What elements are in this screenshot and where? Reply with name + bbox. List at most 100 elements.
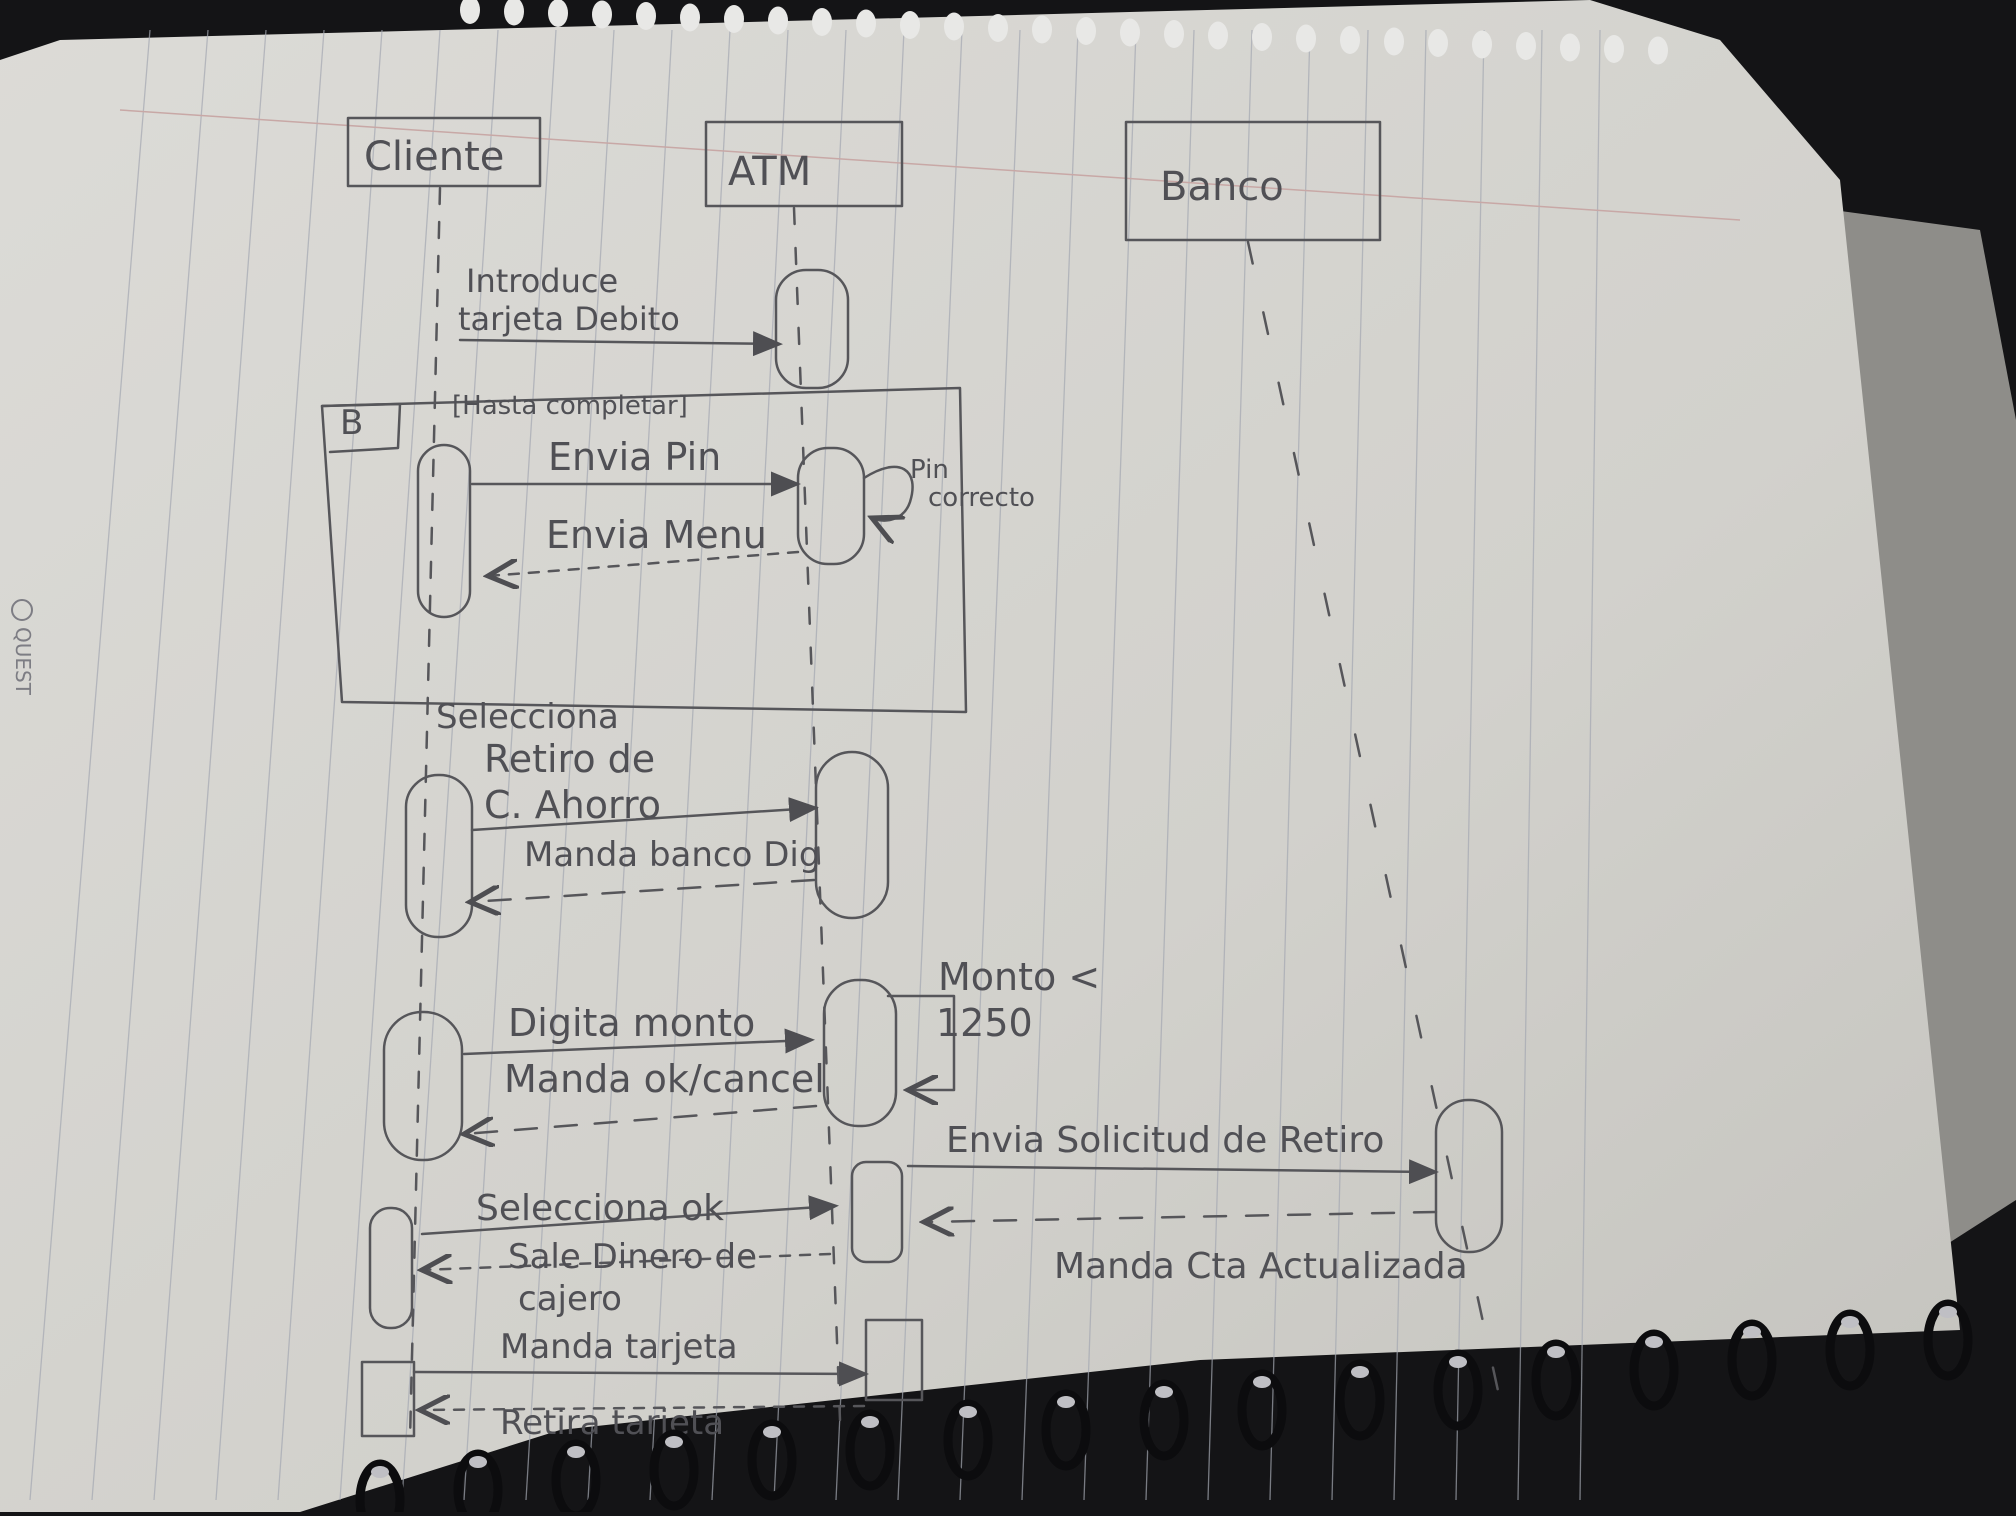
msg-label-manda-banco: Manda banco Dig xyxy=(524,835,820,875)
margin-line xyxy=(119,109,1741,221)
binding-hole xyxy=(900,11,920,39)
self-msg-monto xyxy=(886,994,956,1090)
msg-label-selecciona-2: Retiro de xyxy=(484,737,655,781)
lifeline-banco xyxy=(1246,240,1502,1402)
ruled-line xyxy=(1455,29,1485,1501)
ruled-line xyxy=(649,29,731,1501)
brand-text: QUEST xyxy=(11,627,35,696)
binding-hole xyxy=(1351,1366,1369,1378)
binding-hole xyxy=(1449,1356,1467,1368)
participant-box-banco xyxy=(1124,120,1382,242)
self-msg-pin-correcto xyxy=(862,465,914,521)
binding-hole xyxy=(1252,23,1272,51)
msg-introduce-tarjeta xyxy=(458,331,783,357)
activation-cliente-1 xyxy=(416,443,472,619)
ruled-line xyxy=(1331,29,1369,1501)
msg-label-envia-solicitud: Envia Solicitud de Retiro xyxy=(946,1120,1384,1161)
binding-hole xyxy=(763,1426,781,1438)
ruled-line xyxy=(1145,29,1195,1501)
binding-hole xyxy=(768,6,788,35)
ruled-line xyxy=(339,29,441,1501)
msg-selecciona-ok xyxy=(420,1195,839,1236)
ruled-line xyxy=(463,29,557,1501)
activation-cliente-5 xyxy=(360,1360,416,1438)
activation-atm-5 xyxy=(850,1160,904,1264)
msg-label-selecciona-1: Selecciona xyxy=(436,697,619,737)
ruled-line xyxy=(835,29,905,1501)
binding-hole xyxy=(1296,24,1316,53)
ruled-line xyxy=(1207,29,1253,1501)
ruled-line xyxy=(215,29,325,1501)
spiral-ring xyxy=(453,1449,503,1516)
note-pin-correcto-1: Pin xyxy=(910,455,949,485)
msg-label-manda-ok: Manda ok/cancel xyxy=(504,1057,825,1101)
binding-hole xyxy=(371,1466,389,1478)
fragment-guard: [Hasta completar] xyxy=(452,391,688,421)
spiral-ring xyxy=(1139,1379,1189,1461)
ruled-line xyxy=(587,29,673,1501)
msg-label-selecciona-ok: Selecciona ok xyxy=(476,1188,724,1229)
binding-hole xyxy=(856,9,876,38)
ruled-line xyxy=(153,29,267,1501)
spiral-ring xyxy=(845,1409,895,1491)
binding-hole xyxy=(1428,29,1448,57)
binding-hole xyxy=(724,5,744,33)
msg-label-envia-pin: Envia Pin xyxy=(548,435,721,479)
msg-envia-menu xyxy=(488,550,800,576)
spiral-ring xyxy=(1629,1329,1679,1411)
msg-label-manda-tarjeta: Manda tarjeta xyxy=(500,1327,738,1367)
binding-hole xyxy=(665,1436,683,1448)
binding-hole xyxy=(988,14,1008,42)
spiral-ring xyxy=(1041,1389,1091,1471)
spiral-ring xyxy=(355,1459,405,1516)
ruled-line xyxy=(1021,29,1079,1501)
fragment-label: B xyxy=(340,403,363,443)
ruled-line xyxy=(525,29,615,1501)
msg-label-manda-cta: Manda Cta Actualizada xyxy=(1054,1246,1468,1287)
binding-hole xyxy=(1120,18,1140,47)
participant-label-atm: ATM xyxy=(728,149,811,195)
msg-retira-tarjeta xyxy=(420,1406,866,1410)
note-monto-2: 1250 xyxy=(936,1001,1033,1045)
activation-atm-1 xyxy=(774,268,850,390)
ruled-line xyxy=(897,29,963,1501)
spiral-binding-top xyxy=(460,0,1668,65)
msg-label-sale-dinero-2: cajero xyxy=(518,1279,622,1319)
lifeline-cliente xyxy=(408,186,442,1442)
binding-hole xyxy=(548,0,568,27)
ruled-line xyxy=(959,29,1021,1501)
msg-label-introduce-2: tarjeta Debito xyxy=(458,300,680,338)
msg-label-digita-monto: Digita monto xyxy=(508,1001,755,1045)
ruled-line xyxy=(91,29,209,1501)
spiral-ring xyxy=(1923,1299,1973,1381)
binding-hole xyxy=(680,3,700,32)
binding-hole xyxy=(636,2,656,30)
binding-hole xyxy=(812,8,832,36)
activation-atm-3 xyxy=(814,750,890,920)
binding-hole xyxy=(1164,20,1184,48)
binding-hole xyxy=(1253,1376,1271,1388)
participant-label-banco: Banco xyxy=(1160,164,1284,210)
ruled-line xyxy=(1579,29,1601,1501)
msg-manda-tarjeta xyxy=(412,1361,869,1387)
binding-hole xyxy=(1208,21,1228,50)
binding-hole xyxy=(1560,33,1580,62)
msg-label-sale-dinero-1: Sale Dinero de xyxy=(508,1237,757,1277)
binding-hole xyxy=(1743,1326,1761,1338)
ruled-line xyxy=(277,29,383,1501)
activation-atm-2 xyxy=(796,446,866,566)
spiral-ring xyxy=(551,1439,601,1516)
brand-logo: QUEST xyxy=(11,599,35,696)
binding-hole xyxy=(1939,1306,1957,1318)
msg-sale-dinero xyxy=(422,1252,832,1270)
binding-hole xyxy=(1032,15,1052,44)
loop-fragment-tab xyxy=(320,402,402,454)
binding-hole xyxy=(1076,17,1096,45)
ruled-line xyxy=(29,29,151,1501)
binding-hole xyxy=(460,0,480,24)
binding-hole xyxy=(959,1406,977,1418)
binding-hole xyxy=(504,0,524,26)
binding-hole xyxy=(567,1446,585,1458)
